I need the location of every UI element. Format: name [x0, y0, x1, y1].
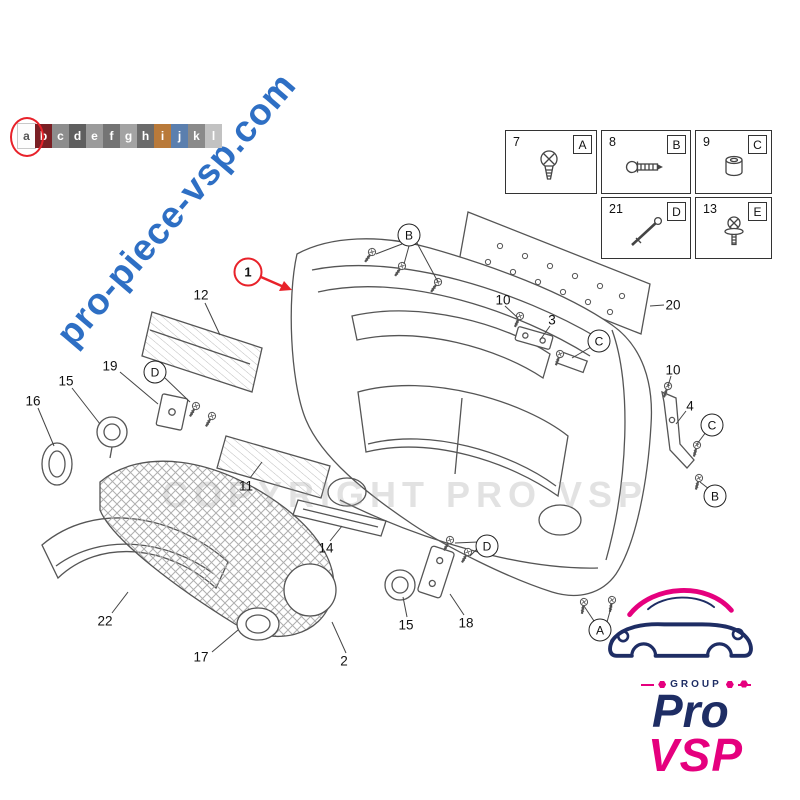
screw-clip-icon	[540, 150, 558, 180]
part-callout-12: 12	[193, 287, 209, 303]
part-callout-10-top: 10	[495, 292, 511, 308]
push-rivet-icon	[625, 160, 663, 174]
legend-number: 8	[609, 135, 616, 149]
letter-index-strip: a b c d e f g h i j k l	[17, 123, 222, 149]
highlight-arrow	[260, 275, 292, 291]
part-fog-lamp-left	[96, 416, 128, 459]
hexagon-icon	[725, 680, 734, 689]
car-sketch-icon	[608, 588, 753, 658]
part-lower-grille	[99, 460, 337, 638]
part-callout-3: 3	[548, 312, 556, 328]
part-callout-1: 1	[233, 257, 263, 287]
legend-letter-badge: C	[748, 135, 767, 154]
fastener-callout-c-mid: C	[587, 329, 611, 353]
legend-box-a: 7 A	[505, 130, 597, 194]
spacer-sleeve-icon	[724, 155, 743, 177]
part-upper-bracket	[514, 326, 554, 350]
part-callout-2: 2	[340, 653, 348, 669]
legend-box-e: 13 E	[695, 197, 772, 259]
part-callout-20: 20	[665, 297, 681, 313]
letter-cell-c: c	[52, 124, 69, 148]
leader-lines	[37, 242, 710, 654]
part-callout-16: 16	[25, 393, 41, 409]
part-lower-absorber	[216, 435, 331, 499]
legend-box-d: 21 D	[601, 197, 691, 259]
part-callout-19: 19	[102, 358, 118, 374]
logo-vsp-text: VSP	[648, 728, 744, 781]
legend-letter-badge: D	[667, 202, 686, 221]
part-callout-10-right: 10	[665, 362, 681, 378]
fastener-callout-b-right: B	[703, 484, 727, 508]
letter-cell-k: k	[188, 124, 205, 148]
logo-group-label: GROUP	[670, 679, 722, 690]
legend-box-c: 9 C	[695, 130, 772, 194]
part-trim-ring	[236, 607, 280, 641]
fastener-callout-a-bottom: A	[588, 618, 612, 642]
letter-cell-d: d	[69, 124, 86, 148]
fastener-callout-d-left: D	[143, 360, 167, 384]
fastener-callout-c-right: C	[700, 413, 724, 437]
letter-cell-g: g	[120, 124, 137, 148]
letter-cell-f: f	[103, 124, 120, 148]
part-fog-ring-left	[41, 442, 73, 486]
part-callout-4: 4	[686, 398, 694, 414]
legend-number: 21	[609, 202, 623, 216]
hexagon-icon	[658, 680, 667, 689]
part-callout-18: 18	[458, 615, 474, 631]
part-fog-lamp-right	[384, 569, 416, 601]
logo-hex-accent-icon	[740, 680, 748, 688]
provsp-logo: GROUP Pro VSP	[598, 580, 788, 781]
selected-letter-ring	[10, 117, 44, 157]
part-upper-absorber	[141, 311, 263, 393]
part-callout-15-right: 15	[398, 617, 414, 633]
letter-cell-h: h	[137, 124, 154, 148]
legend-number: 9	[703, 135, 710, 149]
part-callout-14: 14	[318, 540, 334, 556]
letter-cell-e: e	[86, 124, 103, 148]
part-bracket-left	[155, 393, 189, 431]
part-trim-slat	[292, 499, 387, 537]
screw-washer-icon	[723, 216, 744, 245]
part-callout-11: 11	[238, 478, 254, 494]
legend-letter-badge: B	[667, 135, 686, 154]
part-fog-bracket-right	[417, 545, 455, 599]
legend-box-b: 8 B	[601, 130, 691, 194]
logo-pro-text: Pro	[652, 685, 729, 737]
part-callout-22: 22	[97, 613, 113, 629]
group-line-left-icon	[641, 683, 655, 686]
legend-number: 7	[513, 135, 520, 149]
letter-cell-i: i	[154, 124, 171, 148]
fastener-callout-d-bottom: D	[475, 534, 499, 558]
part-upper-grille-panel	[458, 211, 651, 335]
letter-cell-l: l	[205, 124, 222, 148]
letter-cell-j: j	[171, 124, 188, 148]
long-pin-icon	[631, 216, 663, 246]
part-callout-15-left: 15	[58, 373, 74, 389]
copyright-watermark: COPYRIGHT PRO VSP	[162, 474, 649, 515]
part-callout-17: 17	[193, 649, 209, 665]
legend-letter-badge: A	[573, 135, 592, 154]
part-side-bracket-right	[661, 390, 695, 469]
legend-number: 13	[703, 202, 717, 216]
legend-letter-badge: E	[748, 202, 767, 221]
fastener-callout-b-top: B	[397, 223, 421, 247]
